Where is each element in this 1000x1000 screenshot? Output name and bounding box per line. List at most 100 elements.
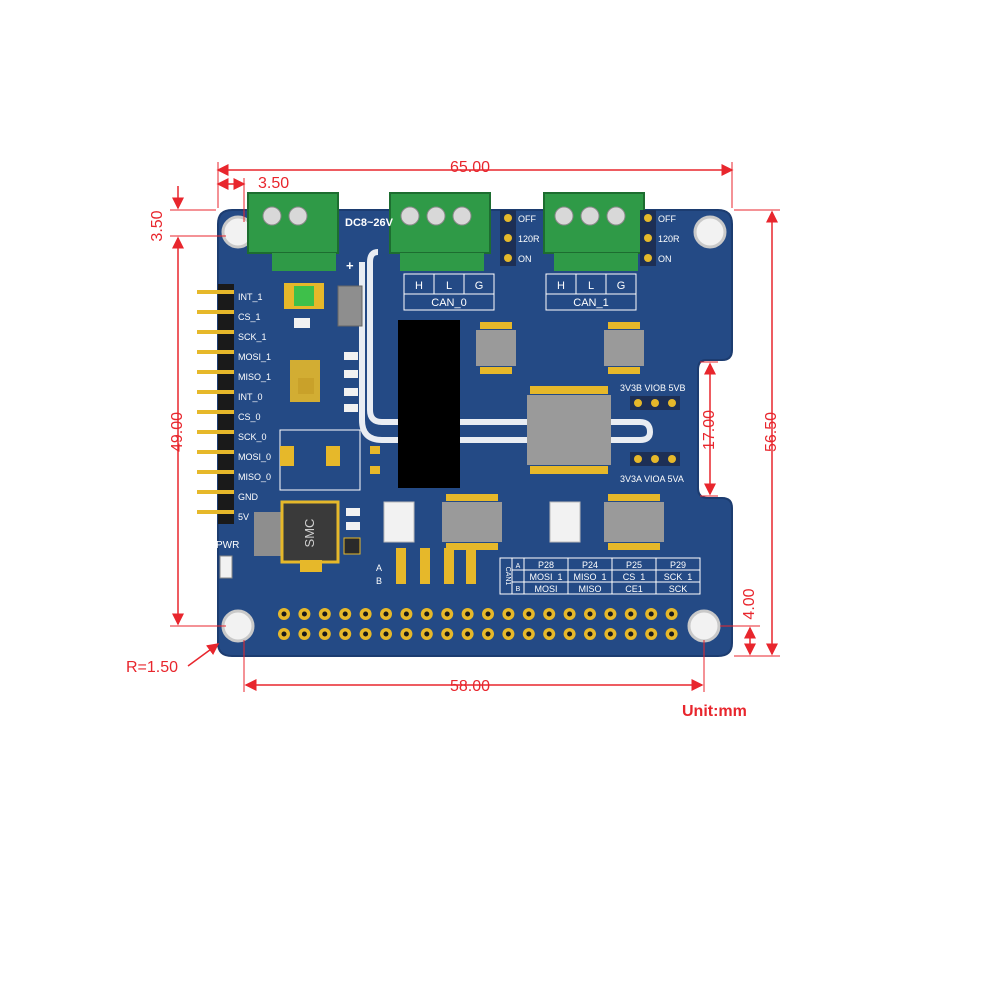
gpio-pin-hole: [301, 631, 307, 637]
pwr-label: PWR: [216, 540, 239, 551]
gpio-pin-hole: [383, 611, 389, 617]
gpio-pin-hole: [648, 631, 654, 637]
vio-a-label: 3V3A VIOA 5VA: [620, 474, 684, 484]
pcb-board: [217, 209, 733, 657]
pin-table-row-b-label: B: [516, 586, 521, 593]
dim-bottom-offset: 4.00: [741, 588, 758, 619]
power-input-label: DC8~26V: [345, 217, 394, 229]
can1-120r-label: 120R: [658, 234, 680, 244]
smc-label: SMC: [302, 519, 317, 548]
header-pin-label: MOSI_1: [238, 352, 271, 362]
gpio-pin-hole: [403, 631, 409, 637]
can0-off-label: OFF: [518, 214, 536, 224]
gpio-pin-hole: [567, 631, 573, 637]
header-pin-labels: INT_1 CS_1 SCK_1 MOSI_1 MISO_1 INT_0 CS_…: [238, 292, 271, 522]
header-pin-label: CS_0: [238, 412, 261, 422]
gpio-pin-hole: [607, 611, 613, 617]
can1-terminal-block: [543, 192, 645, 271]
dim-mount-offset-x: 3.50: [258, 175, 289, 192]
gpio-pin-hole: [648, 611, 654, 617]
can1-l-label: L: [588, 280, 594, 292]
header-pin-label: MISO_0: [238, 472, 271, 482]
gpio-pin-hole: [628, 611, 634, 617]
gpio-pin-hole: [281, 611, 287, 617]
can1-termination-jumper: [640, 210, 656, 266]
pin-table-row-a: MISO_1: [573, 572, 606, 582]
gpio-pin-hole: [607, 631, 613, 637]
gpio-pin-hole: [363, 611, 369, 617]
header-pin-label: INT_0: [238, 392, 263, 402]
pin-table-pin: P29: [670, 560, 686, 570]
gpio-pin-hole: [587, 611, 593, 617]
gpio-pin-hole: [281, 631, 287, 637]
gpio-pin-hole: [322, 611, 328, 617]
header-pin-label: SCK_1: [238, 332, 267, 342]
pin-table-row-a: CS_1: [623, 572, 646, 582]
pin-table-row-b: MOSI: [534, 584, 557, 594]
power-terminal-block: [247, 192, 339, 271]
dim-header-height: 49.00: [169, 412, 186, 452]
pin-table-row-b: MISO: [578, 584, 601, 594]
dim-board-height: 56.50: [763, 412, 780, 452]
header-pin-label: MISO_1: [238, 372, 271, 382]
pin-table-pin: P25: [626, 560, 642, 570]
can0-g-label: G: [475, 280, 484, 292]
header-pins: [197, 284, 234, 524]
pin-table-pin: P28: [538, 560, 554, 570]
gpio-pin-hole: [342, 631, 348, 637]
gpio-pin-hole: [485, 611, 491, 617]
can1-off-label: OFF: [658, 214, 676, 224]
gpio-pin-hole: [505, 631, 511, 637]
can1-terminal-labels: [545, 273, 637, 311]
header-pin-label: CS_1: [238, 312, 261, 322]
gpio-pin-hole: [444, 631, 450, 637]
gpio-pin-hole: [546, 611, 552, 617]
pin-table-pin: P24: [582, 560, 598, 570]
selector-a-label: A: [376, 563, 382, 573]
dim-width-total: 65.00: [450, 159, 490, 176]
pin-table-side-label: CAN1: [504, 567, 511, 586]
header-pin-label: INT_1: [238, 292, 263, 302]
gpio-pin-hole: [669, 631, 675, 637]
pin-table-row-b: SCK: [669, 584, 688, 594]
can1-h-label: H: [557, 280, 565, 292]
gpio-pin-hole: [567, 611, 573, 617]
pin-table: [499, 557, 701, 595]
gpio-pin-hole: [526, 631, 532, 637]
isolation-block: [398, 320, 460, 488]
gpio-pin-hole: [526, 611, 532, 617]
gpio-header: [278, 608, 678, 640]
gpio-pin-hole: [403, 611, 409, 617]
header-pin-label: MOSI_0: [238, 452, 271, 462]
header-pin-label: GND: [238, 492, 259, 502]
silkscreen-outline: [359, 249, 654, 443]
pin-table-row-a: MOSI_1: [529, 572, 562, 582]
gpio-pin-hole: [363, 631, 369, 637]
can0-h-label: H: [415, 280, 423, 292]
vio-b-label: 3V3B VIOB 5VB: [620, 383, 686, 393]
header-pin-label: SCK_0: [238, 432, 267, 442]
gpio-pin-hole: [485, 631, 491, 637]
gpio-pin-hole: [465, 611, 471, 617]
power-components: [254, 283, 380, 572]
gpio-pin-hole: [383, 631, 389, 637]
dim-corner-radius: R=1.50: [126, 659, 178, 676]
gpio-pin-hole: [444, 611, 450, 617]
gpio-pin-hole: [342, 611, 348, 617]
ic-chips: [383, 330, 664, 584]
can0-termination-jumper: [500, 210, 516, 266]
gpio-pin-hole: [628, 631, 634, 637]
can0-terminal-labels: [403, 273, 495, 311]
mounting-holes: [221, 215, 727, 643]
gpio-pin-hole: [587, 631, 593, 637]
can0-on-label: ON: [518, 254, 532, 264]
gpio-pin-hole: [505, 611, 511, 617]
can1-g-label: G: [617, 280, 626, 292]
can0-120r-label: 120R: [518, 234, 540, 244]
selector-b-label: B: [376, 576, 382, 586]
dim-line-corner-radius: [187, 643, 220, 667]
gpio-pin-hole: [322, 631, 328, 637]
pin-table-row-b: CE1: [625, 584, 643, 594]
gpio-pin-hole: [669, 611, 675, 617]
